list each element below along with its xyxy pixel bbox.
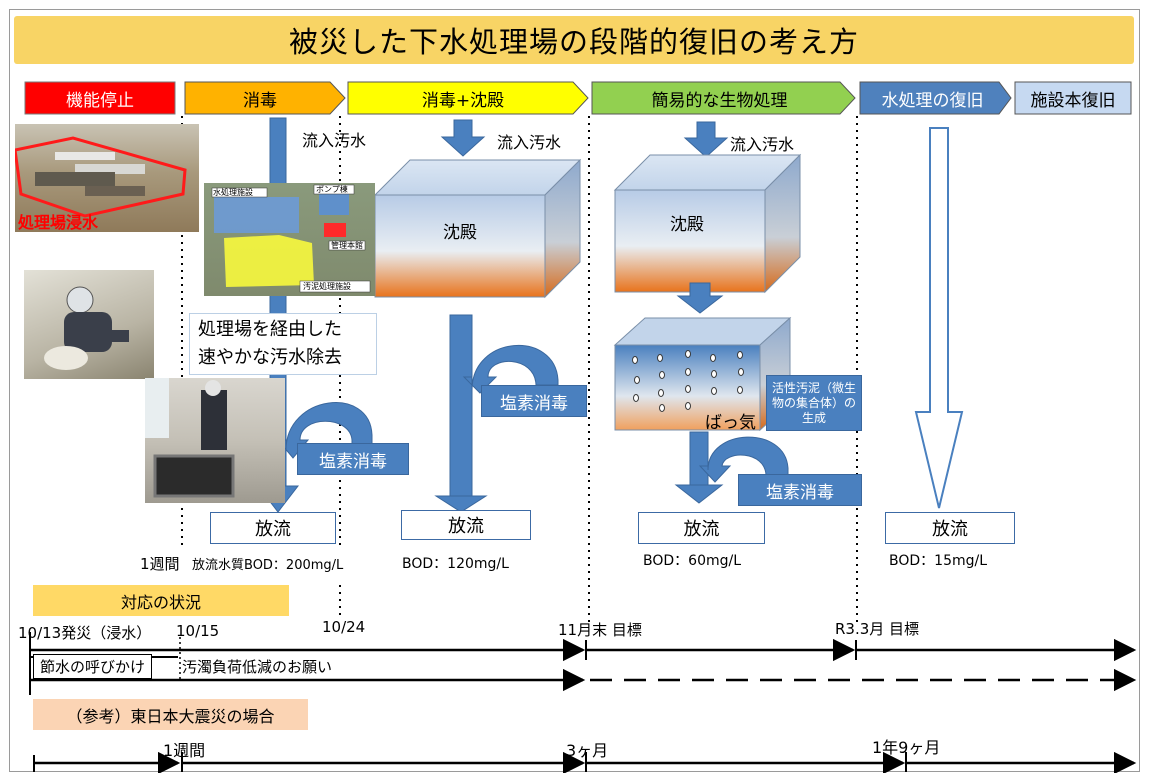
tank-side-3 (764, 153, 801, 294)
sedimentation-label-3: 沈殿 (670, 215, 704, 235)
request-water-saving: 節水の呼びかけ (33, 654, 153, 679)
date-disaster: 10/13発災（浸水） (18, 624, 152, 642)
stage-facility-box (1014, 81, 1132, 115)
photo-label-sludge: 汚泥処理施設 (303, 282, 351, 291)
ref-one-year-nine-months: 1年9ヶ月 (872, 738, 941, 757)
ref-one-week: 1週間 (163, 741, 206, 760)
stage-sedimentation-arrow (347, 81, 589, 115)
aeration-label: ばっ気 (705, 413, 756, 433)
manhole-work-photo (145, 378, 285, 503)
aer-top (613, 317, 792, 346)
chlorine-tag-2: 塩素消毒 (481, 385, 587, 417)
timeline-header: 対応の状況 (33, 585, 289, 616)
inflow-label-1: 流入汚水 (302, 131, 367, 150)
flow-head-2 (434, 495, 488, 513)
manhole-art (145, 378, 235, 498)
note-box: 処理場を経由した 速やかな汚水除去 (189, 313, 377, 375)
tank-front-3 (614, 189, 766, 293)
bod-label-2: BOD：120mg/L (402, 556, 509, 572)
stage-disinfection-arrow (184, 81, 346, 115)
inflow-arrow-3 (683, 121, 729, 158)
stage-sedimentation-label: 消毒+沈殿 (421, 90, 505, 111)
flooded-label: 処理場浸水 (18, 213, 99, 232)
chlorine-tag-3: 塩素消毒 (738, 474, 862, 506)
discharge-box-1: 放流 (210, 512, 336, 544)
slide-title: 被災した下水処理場の段階的復旧の考え方 (14, 16, 1134, 64)
inflow-label-3: 流入汚水 (730, 135, 795, 154)
plant-layout-photo: 水処理施設 ポンプ棟 管理本館 汚泥処理施設 (204, 183, 375, 296)
air-bubbles (632, 350, 744, 412)
date-nov-end: 11月末 目標 (558, 621, 642, 639)
discharge-box-4: 放流 (885, 512, 1015, 544)
inflow-arrow-2 (440, 119, 486, 157)
one-week-label: 1週間 (140, 555, 180, 573)
stage-stop-label: 機能停止 (66, 90, 134, 111)
stage-disinfection-label: 消毒 (243, 90, 277, 111)
tank-side-2 (544, 158, 581, 299)
flow-head-3 (674, 484, 724, 504)
disinfection-work-photo (24, 270, 154, 379)
ref-three-months: 3ヶ月 (566, 741, 609, 760)
date-r3-march: R3.3月 目標 (835, 620, 920, 638)
flow-pipe-2 (449, 314, 473, 499)
worker-art (44, 286, 129, 370)
hollow-arrow-4 (914, 127, 964, 509)
reference-header: （参考）東日本大震災の場合 (33, 699, 308, 730)
inflow-label-2: 流入汚水 (497, 133, 562, 152)
flow-pipe-3 (689, 431, 709, 488)
bod-label-4: BOD：15mg/L (889, 553, 988, 569)
stage-facility-label: 施設本復旧 (1030, 90, 1116, 111)
note-line-1: 処理場を経由した (198, 319, 342, 340)
sedimentation-label-2: 沈殿 (443, 223, 477, 243)
aerial-flood-art (15, 136, 187, 218)
tank-front-2 (374, 194, 546, 298)
date-10-15: 10/15 (176, 622, 220, 640)
discharge-box-2: 放流 (401, 510, 531, 540)
activated-sludge-tag: 活性汚泥（微生物の集合体）の生成 (766, 375, 862, 431)
stage-stop-box (24, 81, 176, 115)
mid-arrow-3 (676, 282, 724, 314)
bod-label-3: BOD：60mg/L (643, 553, 742, 569)
bod-label-1: 放流水質BOD：200mg/L (192, 558, 344, 573)
stage-water-restore-arrow (859, 81, 1012, 115)
photo-label-admin: 管理本館 (331, 241, 363, 250)
photo-label-water-treatment: 水処理施設 (213, 188, 253, 197)
stage-bio-arrow (591, 81, 856, 115)
stage-water-restore-label: 水処理の復旧 (881, 90, 984, 111)
request-load-reduction: 汚濁負荷低減のお願い (182, 658, 333, 676)
photo-label-pump: ポンプ棟 (316, 185, 348, 194)
aerial-flood-photo (15, 124, 199, 232)
note-line-2: 速やかな汚水除去 (198, 347, 342, 368)
plant-layout-art (211, 184, 371, 293)
chlorine-tag-1: 塩素消毒 (297, 443, 409, 475)
discharge-box-3: 放流 (638, 512, 765, 544)
date-10-24: 10/24 (322, 618, 366, 636)
tank-top-2 (373, 159, 582, 196)
stage-bio-label: 簡易的な生物処理 (651, 90, 788, 111)
